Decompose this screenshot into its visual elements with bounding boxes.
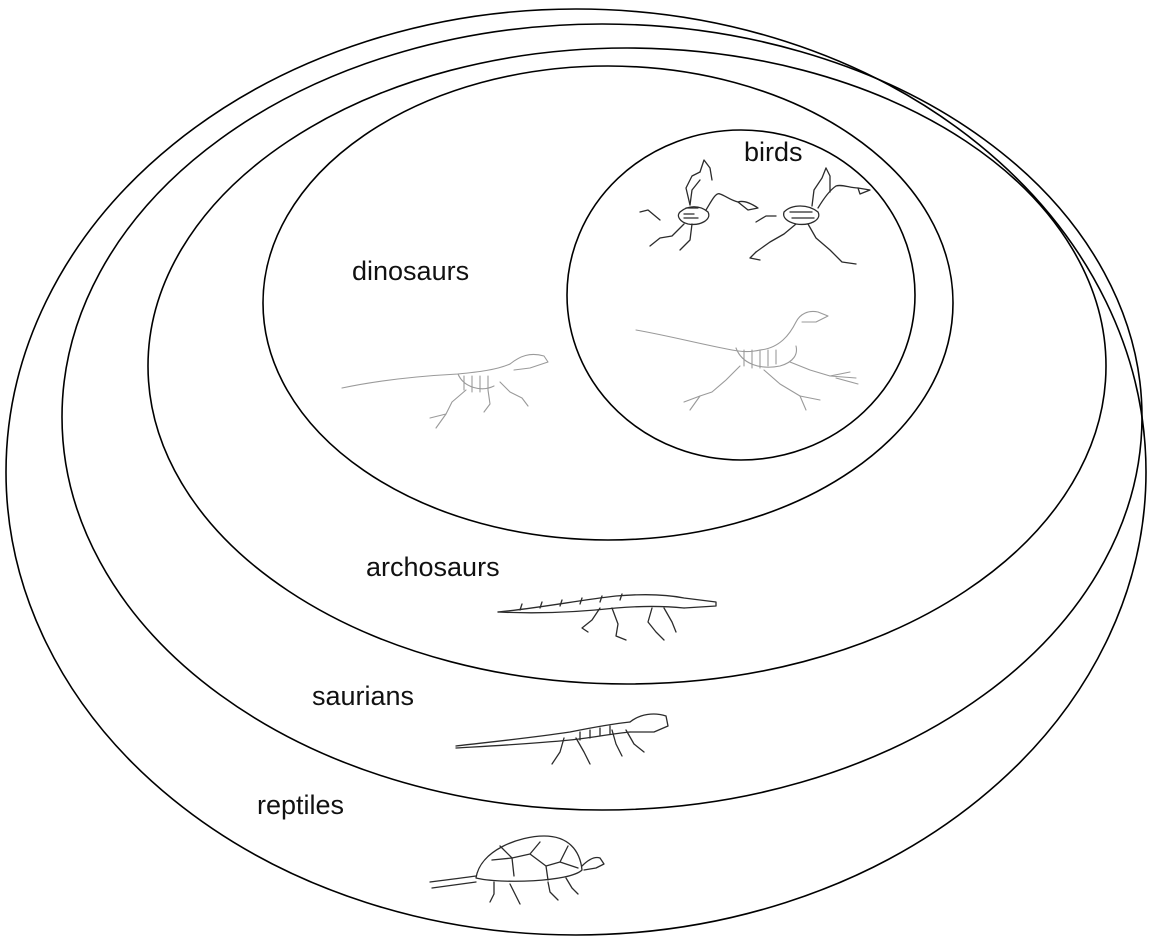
birds-label: birds bbox=[744, 137, 803, 167]
dinobird-skeleton-icon bbox=[636, 311, 858, 410]
reptiles-label: reptiles bbox=[257, 790, 344, 820]
crocodile-skeleton-icon bbox=[498, 594, 716, 640]
theropod-skeleton-icon bbox=[342, 354, 548, 428]
archosaurs-label: archosaurs bbox=[366, 552, 500, 582]
turtle-skeleton-icon bbox=[430, 836, 604, 904]
dinosaurs-ring bbox=[263, 66, 953, 540]
saurians-label: saurians bbox=[312, 681, 414, 711]
saurians-ring bbox=[62, 24, 1142, 810]
lizard-skeleton-icon bbox=[456, 714, 668, 764]
birds-ring bbox=[567, 130, 915, 460]
dinosaurs-label: dinosaurs bbox=[352, 256, 469, 286]
archosaurs-ring bbox=[148, 48, 1106, 684]
bird-skeleton-icon bbox=[640, 160, 758, 250]
bird-skeleton-icon bbox=[750, 168, 870, 264]
